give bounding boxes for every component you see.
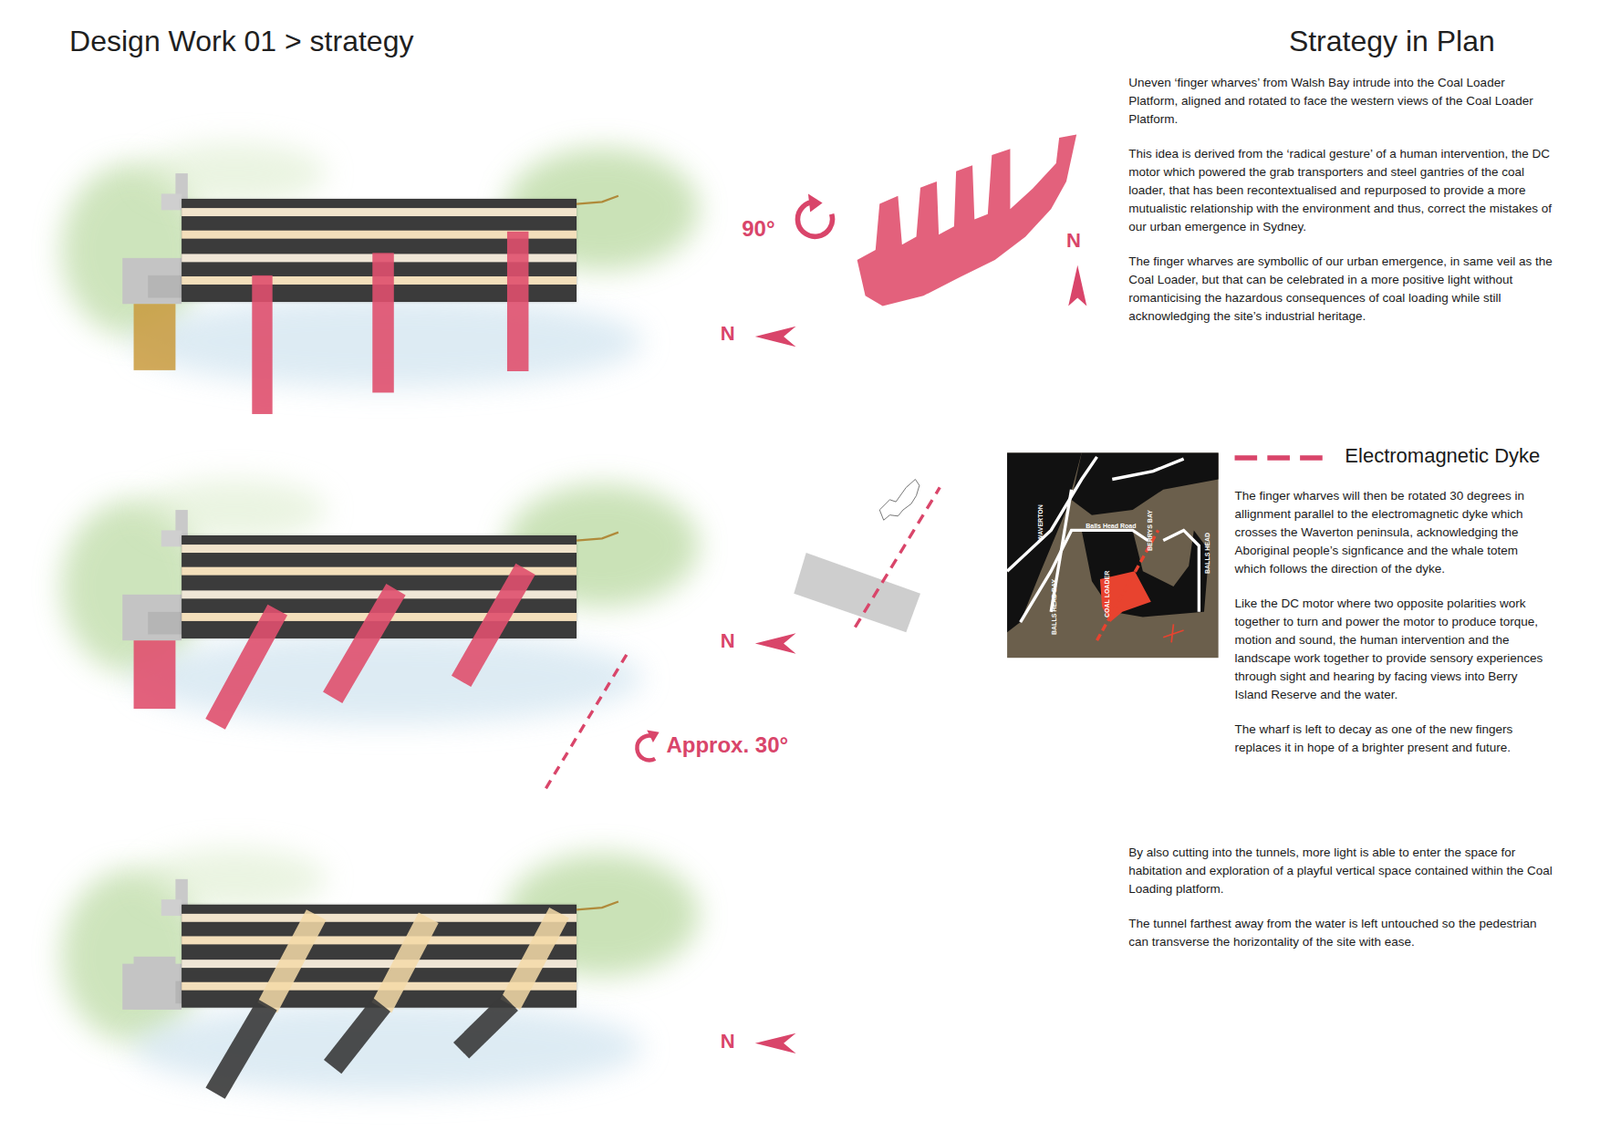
drawing-part — [1007, 457, 1199, 623]
cut-tunnels — [267, 913, 560, 1008]
body-paragraph: The finger wharves will then be rotated … — [1235, 487, 1550, 579]
dyke-line — [545, 649, 630, 789]
drawing-part — [267, 914, 317, 1008]
text-column: Uneven ‘finger wharves’ from Walsh Bay i… — [1128, 73, 1558, 343]
pier — [134, 956, 177, 1010]
body-paragraph: The wharf is left to decay as one of the… — [1235, 720, 1550, 758]
wharf — [134, 303, 177, 371]
site-block — [793, 552, 921, 633]
drawing-part — [1081, 529, 1210, 617]
drawing-part — [1163, 529, 1199, 612]
map-label: BERRYS BAY — [1146, 509, 1154, 551]
drawing-part — [381, 917, 428, 1008]
north-label: N — [720, 1029, 736, 1054]
body-paragraph: Uneven ‘finger wharves’ from Walsh Bay i… — [1128, 73, 1558, 129]
plan-2 — [61, 479, 699, 725]
drawing-part — [509, 913, 560, 1006]
north-arrow — [1068, 265, 1087, 307]
new-finger — [134, 640, 177, 709]
map-label: BALLS HEAD — [1204, 532, 1211, 574]
drawing-part — [808, 193, 823, 212]
drawing-part — [646, 730, 659, 743]
rotation-label: 90° — [741, 216, 775, 242]
rotation-label: Approx. 30° — [665, 732, 789, 759]
map-label: BALLS HEAD BAY — [1050, 579, 1058, 635]
legend-label: Electromagnetic Dyke — [1344, 444, 1540, 468]
drawing-part — [332, 589, 396, 698]
drawing-part — [1007, 452, 1082, 633]
drawing-part — [461, 1002, 511, 1051]
drawing-part — [461, 569, 526, 682]
body-paragraph: This idea is derived from the ‘radical g… — [1128, 145, 1558, 237]
text-column: The finger wharves will then be rotated … — [1235, 487, 1550, 774]
drawing-part — [507, 231, 529, 372]
dyke-line — [854, 487, 940, 627]
rotated-fingers — [215, 569, 526, 725]
north-label: N — [720, 629, 736, 654]
page-title: Design Work 01 > strategy — [69, 24, 414, 59]
legend-sample — [1235, 455, 1332, 461]
drawing-part — [215, 1004, 268, 1093]
text-column: By also cutting into the tunnels, more l… — [1128, 843, 1558, 968]
drawing-part — [1163, 623, 1184, 643]
north-label: N — [720, 322, 736, 346]
body-paragraph: By also cutting into the tunnels, more l… — [1128, 843, 1558, 899]
north-label: N — [1066, 228, 1081, 253]
drawing-part — [215, 610, 278, 725]
island-outline — [879, 479, 920, 521]
drawing-part — [1100, 571, 1152, 623]
map-label: WAVERTON — [1037, 504, 1044, 541]
map-inset — [1007, 452, 1219, 658]
walsh-bay — [857, 135, 1078, 307]
section-heading: Strategy in Plan — [1288, 24, 1496, 59]
drawing-part — [372, 252, 394, 393]
drawing-part — [1111, 458, 1184, 479]
body-paragraph: The finger wharves are symbollic of our … — [1128, 252, 1558, 326]
drawing-part — [332, 1004, 383, 1067]
body-paragraph: The tunnel farthest away from the water … — [1128, 914, 1558, 952]
north-arrow — [755, 1033, 797, 1054]
red-fingers — [251, 231, 529, 415]
drawing-part — [1007, 457, 1097, 572]
north-arrow — [755, 326, 797, 347]
drawing-part — [251, 275, 272, 415]
map-label: Balls Head Road — [1085, 522, 1136, 530]
plan-3 — [61, 848, 699, 1093]
drawing-part — [1007, 452, 1219, 658]
grey-fingers — [215, 1002, 510, 1094]
map-label: COAL LOADER — [1103, 571, 1111, 618]
north-arrow — [755, 633, 797, 654]
body-paragraph: Like the DC motor where two opposite pol… — [1235, 594, 1550, 705]
